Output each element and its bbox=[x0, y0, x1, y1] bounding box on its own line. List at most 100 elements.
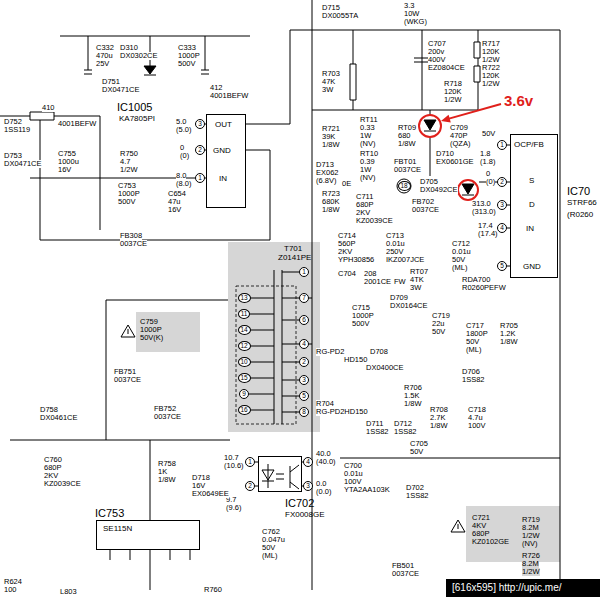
part-label: 22u bbox=[432, 320, 445, 328]
part-label: 1000P bbox=[352, 312, 374, 320]
pin-number: 10 bbox=[238, 357, 251, 367]
part-label: R703 bbox=[322, 70, 340, 78]
part-label: 3.3 bbox=[404, 2, 414, 10]
part-label: DX0471CE bbox=[4, 160, 42, 168]
part-label: 50V bbox=[262, 544, 275, 552]
node-text: GND bbox=[213, 147, 231, 156]
pin-number: 14 bbox=[238, 325, 251, 335]
pin-number: 13 bbox=[238, 293, 251, 303]
part-label: C700 bbox=[344, 462, 362, 470]
part-label: D758 bbox=[40, 406, 58, 414]
part-label: R706 bbox=[404, 384, 422, 392]
part-label: 16V bbox=[168, 206, 181, 214]
node-text: Z0141PE bbox=[278, 254, 311, 263]
part-label: D310 bbox=[120, 44, 138, 52]
part-label: (NV) bbox=[360, 174, 375, 182]
pin-number: 2 bbox=[497, 177, 507, 187]
part-label: (ML) bbox=[466, 346, 481, 354]
watermark-bar bbox=[446, 579, 600, 597]
test-point bbox=[397, 179, 411, 193]
part-label: C719 bbox=[432, 312, 450, 320]
part-label: C712 bbox=[452, 240, 470, 248]
ic-box: IC1005KA7805PIOUTGNDIN bbox=[206, 114, 246, 208]
part-label: 0E bbox=[342, 180, 351, 188]
voltage-annotation: 3.6v bbox=[504, 92, 533, 109]
part-label: (313.0) bbox=[472, 208, 496, 216]
pin-number: 9 bbox=[239, 389, 249, 399]
part-label: 120K bbox=[444, 88, 462, 96]
part-name: T701 bbox=[284, 245, 302, 254]
pin-number: 2 bbox=[245, 481, 255, 491]
node-text: GND bbox=[523, 263, 541, 272]
pin-number: 2 bbox=[195, 145, 205, 155]
part-label: C718 bbox=[468, 406, 486, 414]
part-label: 1K bbox=[158, 468, 167, 476]
part-label: D751 bbox=[102, 78, 120, 86]
part-label: 1/8W bbox=[322, 206, 340, 214]
part-label: DX0471CE bbox=[102, 86, 140, 94]
node-text: (R0260 bbox=[567, 211, 593, 220]
part-label: R719 bbox=[522, 516, 540, 524]
pin-number: 3 bbox=[195, 119, 205, 129]
part-label: 1800P bbox=[466, 330, 488, 338]
part-label: 4KV bbox=[472, 522, 486, 530]
part-label: (0.0) bbox=[316, 488, 331, 496]
part-name: IC1005 bbox=[117, 101, 152, 113]
part-label: D753 bbox=[4, 152, 22, 160]
part-label: 1SS82 bbox=[366, 428, 389, 436]
part-label: 4001BEFW bbox=[58, 120, 96, 128]
part-label: C654 bbox=[168, 190, 186, 198]
part-label: 0.01u bbox=[452, 248, 471, 256]
part-label: IKZ007JCE bbox=[386, 256, 424, 264]
part-label: 100V bbox=[468, 422, 486, 430]
part-label: 50V bbox=[466, 338, 479, 346]
part-label: 0.39 bbox=[360, 158, 375, 166]
highlight-circle bbox=[458, 180, 478, 200]
part-label: 412 bbox=[210, 84, 223, 92]
part-label: 0037CE bbox=[392, 570, 419, 578]
pin-number: 1 bbox=[299, 267, 309, 277]
part-label: 1000P bbox=[178, 52, 200, 60]
part-label: (40.0) bbox=[316, 458, 336, 466]
optocoupler-box: IC702FX0008GE bbox=[258, 456, 302, 492]
part-label: 0037CE bbox=[154, 413, 181, 421]
part-label: RT11 bbox=[360, 116, 378, 124]
part-label: RDA700 bbox=[462, 276, 490, 284]
safety-shade bbox=[466, 506, 560, 562]
part-label: 1/8W bbox=[322, 141, 340, 149]
component-symbols bbox=[30, 42, 480, 120]
node-text: SE115N bbox=[103, 525, 132, 534]
wires bbox=[0, 0, 560, 590]
part-label: 47u bbox=[168, 198, 181, 206]
part-label: 1000P bbox=[118, 190, 140, 198]
part-label: C715 bbox=[352, 304, 370, 312]
part-label: D702 bbox=[406, 484, 424, 492]
part-label: 0 bbox=[180, 144, 184, 152]
part-label: C709 bbox=[450, 124, 468, 132]
part-label: 1W bbox=[360, 132, 371, 140]
part-label: C333 bbox=[178, 44, 196, 52]
part-label: C707 bbox=[428, 40, 446, 48]
part-label: DX0461CE bbox=[40, 414, 78, 422]
pin-number: 15 bbox=[238, 373, 251, 383]
part-label: R0260PEFW bbox=[462, 284, 506, 292]
part-label: 47K bbox=[322, 78, 335, 86]
part-label: EX0649EE bbox=[192, 490, 229, 498]
diode-symbols bbox=[144, 66, 474, 195]
part-label: 16V bbox=[192, 482, 205, 490]
part-label: EZ0804CE bbox=[428, 64, 465, 72]
ic-box: IC70STRF66(R0260OCP/FBSDINGND bbox=[510, 134, 558, 278]
part-label: C332 bbox=[96, 44, 114, 52]
part-label: R723 bbox=[322, 190, 340, 198]
node-text: D bbox=[529, 201, 535, 210]
part-label: 470P bbox=[450, 132, 468, 140]
node-text: IN bbox=[526, 225, 534, 234]
part-label: DX0055TA bbox=[322, 12, 358, 20]
part-label: FB501 bbox=[392, 562, 414, 570]
part-label: R704 bbox=[316, 400, 334, 408]
part-label: D715 bbox=[322, 4, 340, 12]
part-label: 1SS119 bbox=[4, 126, 30, 134]
node-text: S bbox=[529, 177, 534, 186]
part-label: 1SS82 bbox=[462, 376, 485, 384]
